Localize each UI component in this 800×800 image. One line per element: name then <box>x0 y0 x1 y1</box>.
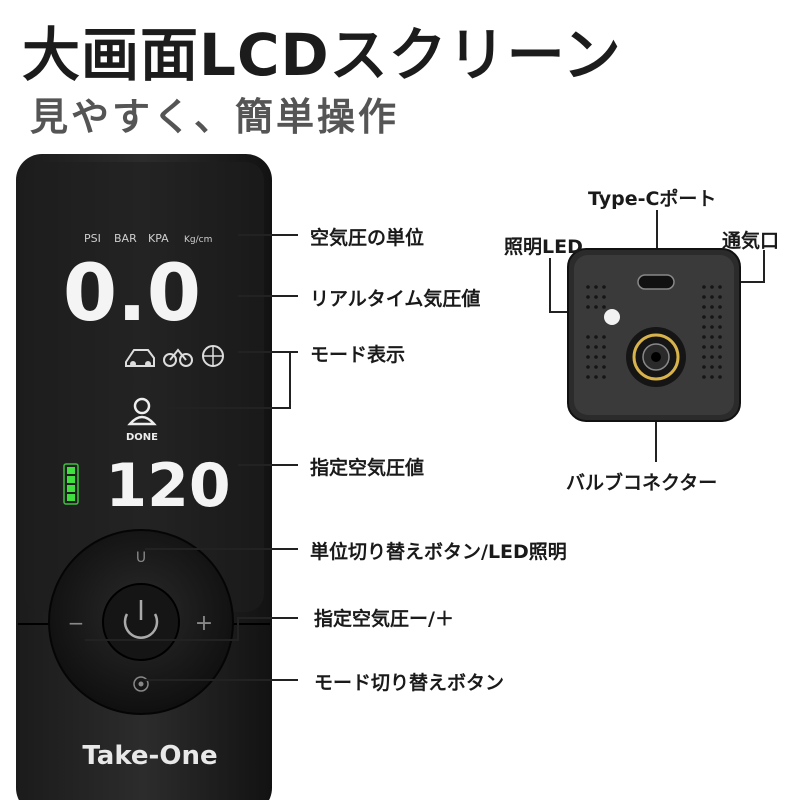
pressure-minus-button[interactable]: − <box>68 611 85 635</box>
callout-target-label: 指定空気圧値 <box>310 457 425 479</box>
typec-label: Type-Cポート <box>588 188 717 210</box>
port-panel <box>567 248 741 422</box>
unit-psi: PSI <box>84 232 101 245</box>
brand-logo: Take-One <box>82 741 217 771</box>
ball-icon <box>202 345 224 367</box>
page-title: 大画面LCDスクリーン <box>22 21 622 89</box>
page-subtitle: 見やすく、簡単操作 <box>30 95 400 139</box>
car-tire-icon <box>125 349 155 367</box>
typec-port <box>637 274 675 290</box>
unit-bar: BAR <box>114 232 137 245</box>
vent-label: 通気口 <box>722 230 780 252</box>
valve-connector-label: バルブコネクター <box>566 472 718 494</box>
callout-realtime-label: リアルタイム気圧値 <box>310 288 481 310</box>
callout-mode-display-label: モード表示 <box>310 344 406 366</box>
mode-icons <box>125 345 224 367</box>
vent-holes-left <box>586 285 606 379</box>
led-light <box>604 309 620 325</box>
unit-switch-button[interactable]: U <box>136 550 146 566</box>
realtime-pressure-value: 0.0 <box>63 249 201 339</box>
pump-device: PSI BAR KPA Kg/cm 0.0 DONE 120 <box>16 154 272 800</box>
callout-unit-switch-label: 単位切り替えボタン/LED照明 <box>310 541 567 563</box>
bicycle-icon <box>163 348 193 367</box>
led-light-label: 照明LED <box>504 236 583 258</box>
mode-status-icon: DONE <box>126 397 158 443</box>
mode-switch-button[interactable] <box>133 676 149 692</box>
callout-mode-switch-label: モード切り替えボタン <box>314 672 505 694</box>
callout-unit-label: 空気圧の単位 <box>310 227 425 249</box>
mode-status-label: DONE <box>126 432 158 443</box>
unit-kpa: KPA <box>148 232 169 245</box>
unit-kgcm: Kg/cm <box>184 235 212 245</box>
power-button[interactable] <box>123 600 159 639</box>
vent-holes-right <box>702 285 722 379</box>
battery-indicator <box>63 463 79 505</box>
callout-pressure-adjust-label: 指定空気圧ー/＋ <box>314 608 454 630</box>
pressure-plus-button[interactable]: + <box>195 611 213 636</box>
valve-connector <box>626 327 686 387</box>
target-pressure-value: 120 <box>105 451 230 521</box>
